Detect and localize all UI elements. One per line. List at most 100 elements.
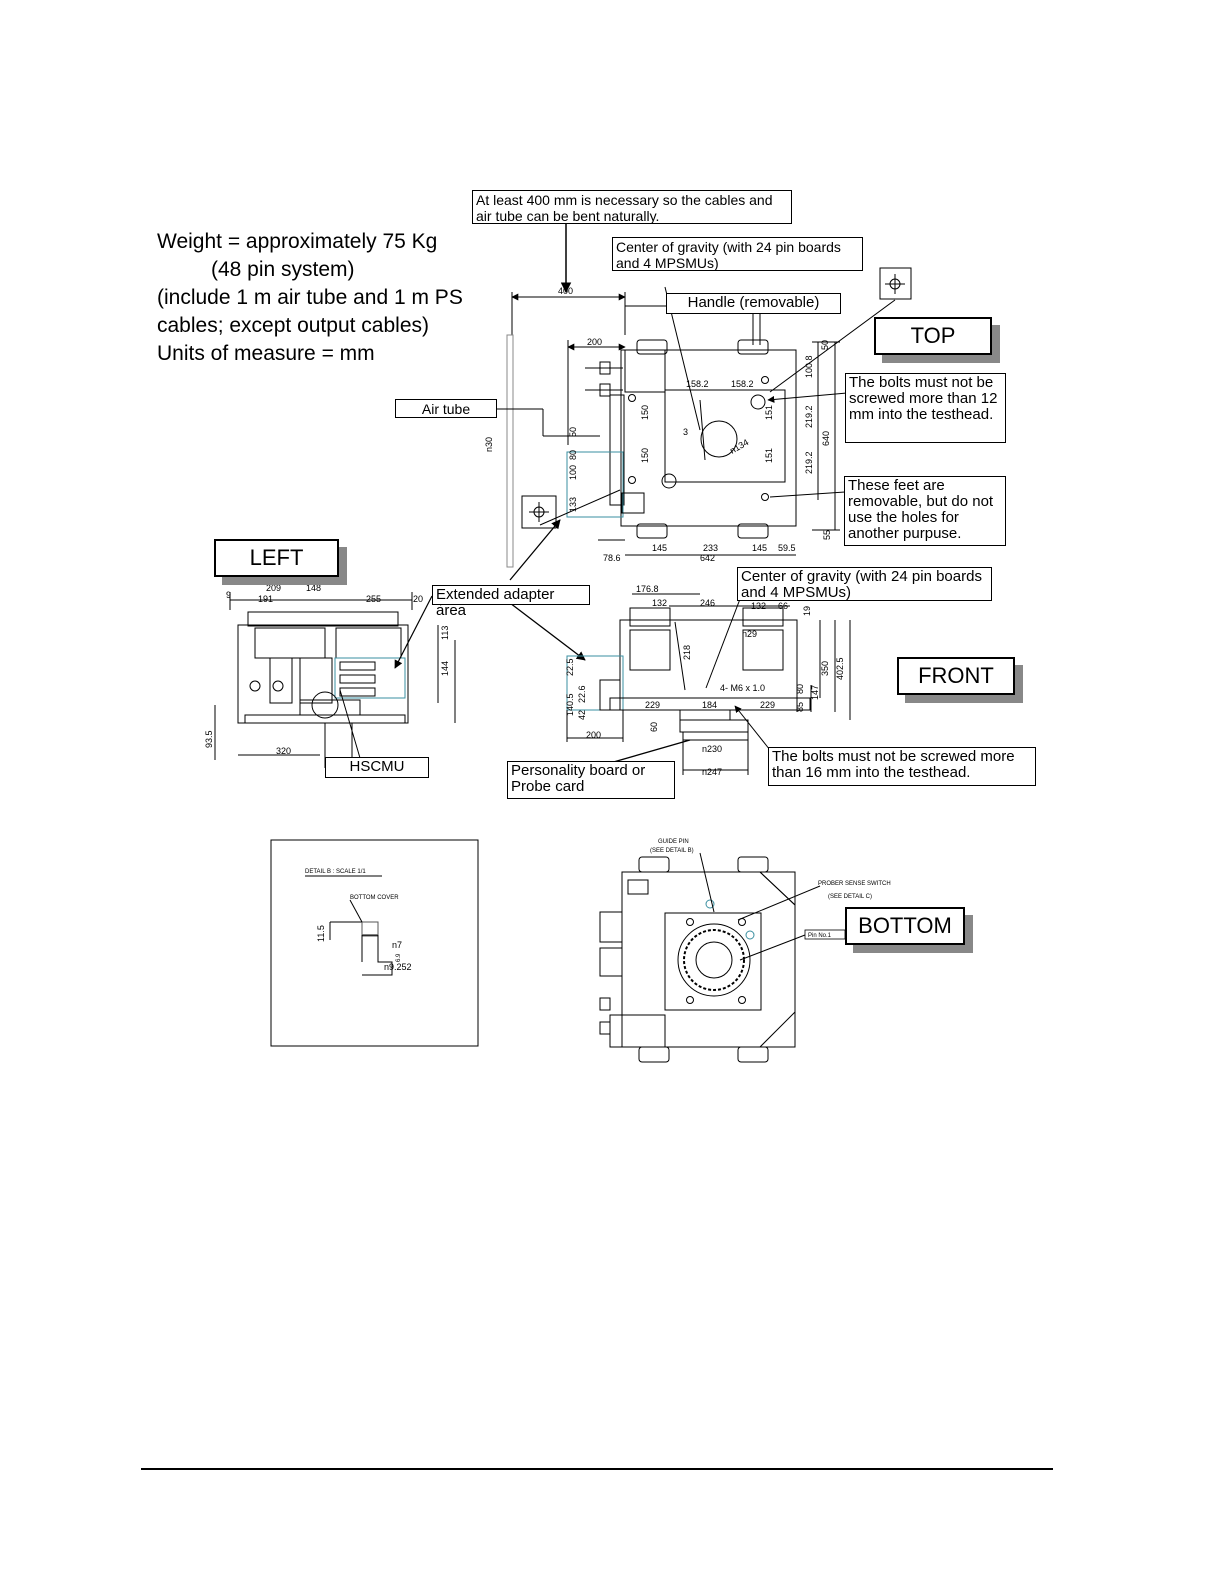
svg-text:132: 132 bbox=[751, 601, 766, 611]
svg-text:320: 320 bbox=[276, 746, 291, 756]
top-view-label: TOP bbox=[874, 317, 992, 355]
svg-text:22.5: 22.5 bbox=[565, 658, 575, 676]
svg-text:PROBER SENSE SWITCH: PROBER SENSE SWITCH bbox=[818, 881, 891, 887]
svg-text:60: 60 bbox=[649, 722, 659, 732]
svg-text:GUIDE PIN: GUIDE PIN bbox=[658, 839, 689, 845]
svg-text:147: 147 bbox=[810, 685, 820, 700]
svg-text:n29: n29 bbox=[742, 629, 757, 639]
svg-text:20: 20 bbox=[413, 594, 423, 604]
svg-text:151: 151 bbox=[764, 405, 774, 420]
svg-text:78.6: 78.6 bbox=[603, 553, 621, 563]
bottom-view-drawing bbox=[599, 852, 821, 1063]
include-line: (include 1 m air tube and 1 m PS bbox=[157, 286, 463, 309]
svg-text:59.5: 59.5 bbox=[778, 543, 796, 553]
svg-text:3: 3 bbox=[683, 427, 688, 437]
svg-text:218: 218 bbox=[682, 645, 692, 660]
svg-text:BOTTOM COVER: BOTTOM COVER bbox=[350, 895, 399, 901]
svg-text:113: 113 bbox=[440, 626, 450, 640]
svg-text:151: 151 bbox=[764, 448, 774, 463]
svg-text:85: 85 bbox=[795, 702, 805, 712]
svg-text:50: 50 bbox=[820, 340, 830, 350]
svg-text:55: 55 bbox=[822, 530, 832, 540]
svg-text:11.5: 11.5 bbox=[316, 925, 326, 942]
svg-text:191: 191 bbox=[258, 594, 273, 604]
svg-text:246: 246 bbox=[700, 598, 715, 608]
detail-b-symbol bbox=[521, 495, 557, 529]
handle-callout: Handle (removable) bbox=[666, 293, 841, 314]
svg-text:200: 200 bbox=[587, 337, 602, 347]
feet-removable-callout: These feet are removable, but do not use… bbox=[844, 476, 1006, 546]
svg-text:80: 80 bbox=[795, 684, 805, 694]
top-view-drawing bbox=[497, 224, 896, 568]
svg-text:133: 133 bbox=[568, 497, 578, 512]
svg-text:n230: n230 bbox=[702, 744, 722, 754]
svg-text:22.6: 22.6 bbox=[577, 685, 587, 703]
detail-c-symbol bbox=[879, 267, 912, 300]
hscmu-callout: HSCMU bbox=[325, 757, 429, 778]
svg-text:350: 350 bbox=[820, 661, 830, 676]
svg-text:402.5: 402.5 bbox=[835, 657, 845, 680]
svg-text:DETAIL B : SCALE 1/1: DETAIL B : SCALE 1/1 bbox=[305, 869, 366, 875]
bottom-view-label: BOTTOM bbox=[845, 907, 965, 945]
svg-text:140.5: 140.5 bbox=[565, 693, 575, 716]
top-view-dimensions: 400 200 295.8 187.5 104.5 50 100.8 158.2… bbox=[484, 286, 832, 563]
svg-text:4- M6 x 1.0: 4- M6 x 1.0 bbox=[720, 683, 765, 693]
svg-text:Pin No.1: Pin No.1 bbox=[808, 933, 832, 939]
svg-text:150: 150 bbox=[640, 448, 650, 463]
svg-text:145: 145 bbox=[752, 543, 767, 553]
cables-400mm-callout: At least 400 mm is necessary so the cabl… bbox=[472, 190, 792, 224]
svg-text:158.2: 158.2 bbox=[686, 379, 709, 389]
extended-adapter-leaders bbox=[509, 519, 586, 661]
svg-text:158.2: 158.2 bbox=[731, 379, 754, 389]
air-tube-callout: Air tube bbox=[395, 399, 497, 418]
pin-system-line: (48 pin system) bbox=[211, 258, 355, 281]
svg-text:n7: n7 bbox=[392, 940, 402, 950]
svg-text:209: 209 bbox=[266, 583, 281, 593]
front-view-drawing bbox=[566, 593, 851, 775]
svg-text:150: 150 bbox=[640, 405, 650, 420]
bolts-12mm-callout: The bolts must not be screwed more than … bbox=[845, 373, 1006, 443]
svg-text:100.8: 100.8 bbox=[804, 355, 814, 378]
svg-text:n30: n30 bbox=[484, 437, 494, 452]
footer-rule bbox=[141, 1468, 1053, 1470]
svg-text:80: 80 bbox=[568, 450, 578, 460]
left-view-label: LEFT bbox=[214, 539, 339, 577]
svg-text:184: 184 bbox=[702, 700, 717, 710]
svg-text:100: 100 bbox=[568, 465, 578, 480]
svg-text:200: 200 bbox=[586, 730, 601, 740]
svg-text:148: 148 bbox=[306, 583, 321, 593]
svg-text:219.2: 219.2 bbox=[804, 451, 814, 474]
svg-text:255: 255 bbox=[366, 594, 381, 604]
weight-info: Weight = approximately 75 Kg (48 pin sys… bbox=[157, 228, 463, 368]
bolts-16mm-callout: The bolts must not be screwed more than … bbox=[768, 747, 1036, 786]
personality-board-callout: Personality board or Probe card bbox=[507, 761, 675, 799]
except-line: cables; except output cables) bbox=[157, 314, 429, 337]
svg-text:233: 233 bbox=[703, 543, 718, 553]
svg-text:229: 229 bbox=[645, 700, 660, 710]
front-view-dimensions: 176.8 132 246 132 66 19 n29 218 350 402.… bbox=[565, 584, 845, 777]
svg-text:229: 229 bbox=[760, 700, 775, 710]
svg-text:642: 642 bbox=[700, 553, 715, 563]
svg-text:400: 400 bbox=[558, 286, 573, 296]
svg-text:219.2: 219.2 bbox=[804, 405, 814, 428]
svg-text:n134: n134 bbox=[728, 437, 750, 456]
weight-line: Weight = approximately 75 Kg bbox=[157, 230, 438, 253]
svg-text:9: 9 bbox=[226, 590, 231, 600]
svg-text:93.5: 93.5 bbox=[204, 730, 214, 748]
svg-text:132: 132 bbox=[652, 598, 667, 608]
svg-text:(SEE DETAIL C): (SEE DETAIL C) bbox=[828, 894, 872, 900]
svg-text:n247: n247 bbox=[702, 767, 722, 777]
svg-text:19: 19 bbox=[802, 606, 812, 616]
svg-text:66: 66 bbox=[778, 601, 788, 611]
svg-text:6.9: 6.9 bbox=[396, 953, 402, 962]
svg-text:640: 640 bbox=[821, 431, 831, 446]
units-line: Units of measure = mm bbox=[157, 342, 375, 365]
center-of-gravity-front-callout: Center of gravity (with 24 pin boards an… bbox=[737, 567, 992, 601]
center-of-gravity-top-callout: Center of gravity (with 24 pin boards an… bbox=[612, 237, 863, 271]
detail-b-labels: DETAIL B : SCALE 1/1 BOTTOM COVER 11.5 n… bbox=[305, 869, 412, 972]
detail-b-drawing bbox=[270, 839, 479, 1047]
svg-text:42: 42 bbox=[577, 710, 587, 720]
svg-text:176.8: 176.8 bbox=[636, 584, 659, 594]
svg-text:n9.252: n9.252 bbox=[384, 962, 412, 972]
